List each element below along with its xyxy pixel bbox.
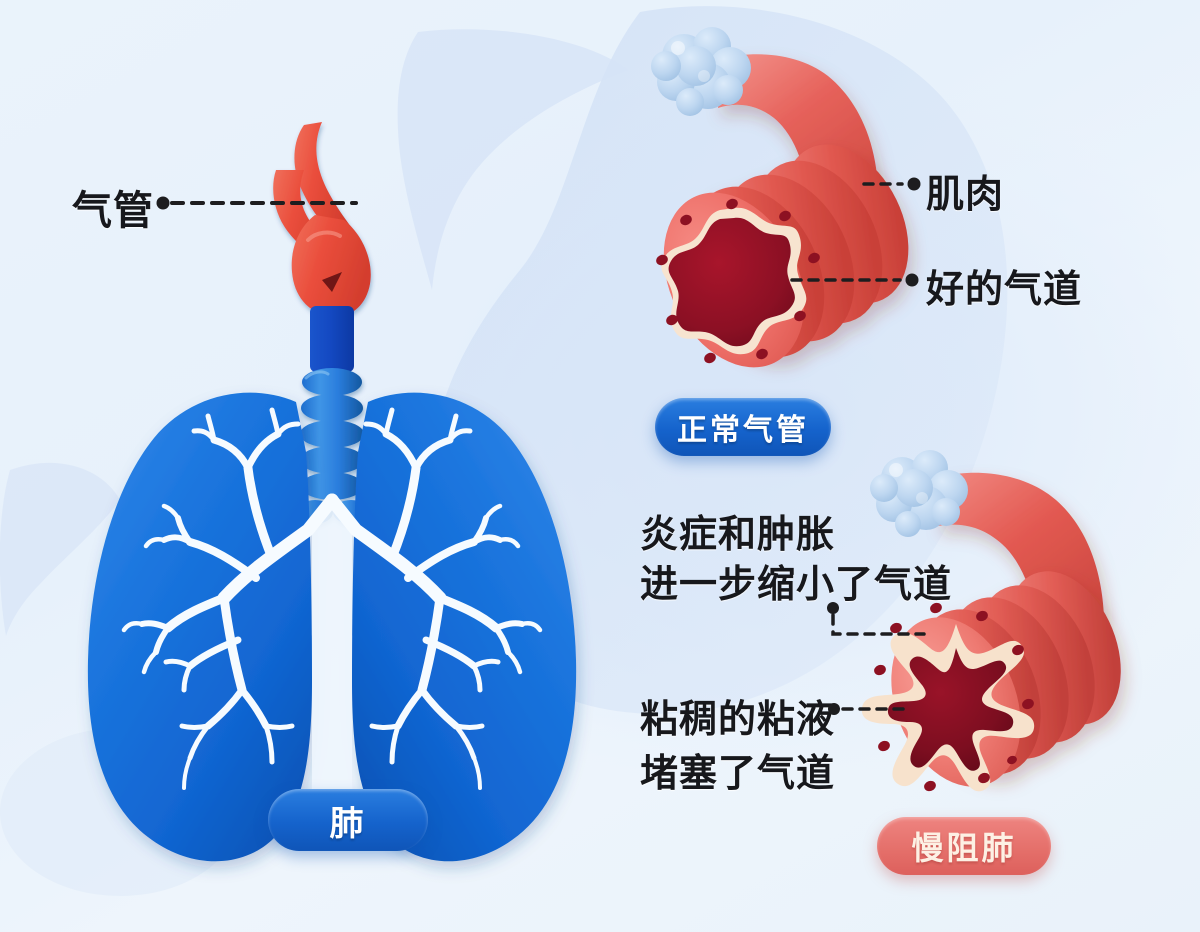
alveoli-cluster-icon (870, 450, 968, 537)
bronchial-tree (121, 407, 543, 790)
normal-airway-wall-dots (656, 198, 820, 364)
trachea-upper-tube (310, 306, 354, 372)
badge-lung[interactable]: 肺 (268, 789, 428, 851)
label-mucus-line1: 粘稠的粘液 (640, 697, 836, 741)
alveoli-cluster-icon (651, 27, 751, 116)
mucus-leader-line (828, 703, 912, 715)
normal-airway-lumen (668, 217, 795, 347)
lung-central-notch (312, 496, 352, 832)
lungs-illustration (87, 122, 577, 862)
label-inflammation-line2: 进一步缩小了气道 (640, 562, 953, 606)
label-inflammation-line1: 炎症和肿胀 (640, 512, 836, 556)
copd-airway-wall-dots (874, 602, 1034, 792)
lung-left-lobe (87, 392, 312, 862)
copd-airway-illustration (861, 450, 1121, 792)
muscle-leader-line (862, 177, 921, 191)
label-mucus-line2: 堵塞了气道 (640, 751, 836, 795)
badge-normal-trachea[interactable]: 正常气管 (655, 398, 831, 456)
label-muscle: 肌肉 (926, 172, 1005, 216)
label-trachea: 气管 (72, 188, 154, 234)
normal-airway-illustration (651, 27, 909, 368)
larynx-red-top (273, 122, 371, 317)
copd-airway-lumen (887, 648, 1014, 771)
label-good-airway: 好的气道 (926, 267, 1083, 311)
trachea-leader-line (156, 196, 358, 210)
badge-copd[interactable]: 慢阻肺 (877, 817, 1051, 875)
good-airway-leader-line (790, 273, 919, 287)
inflammation-leader-line (827, 602, 926, 636)
